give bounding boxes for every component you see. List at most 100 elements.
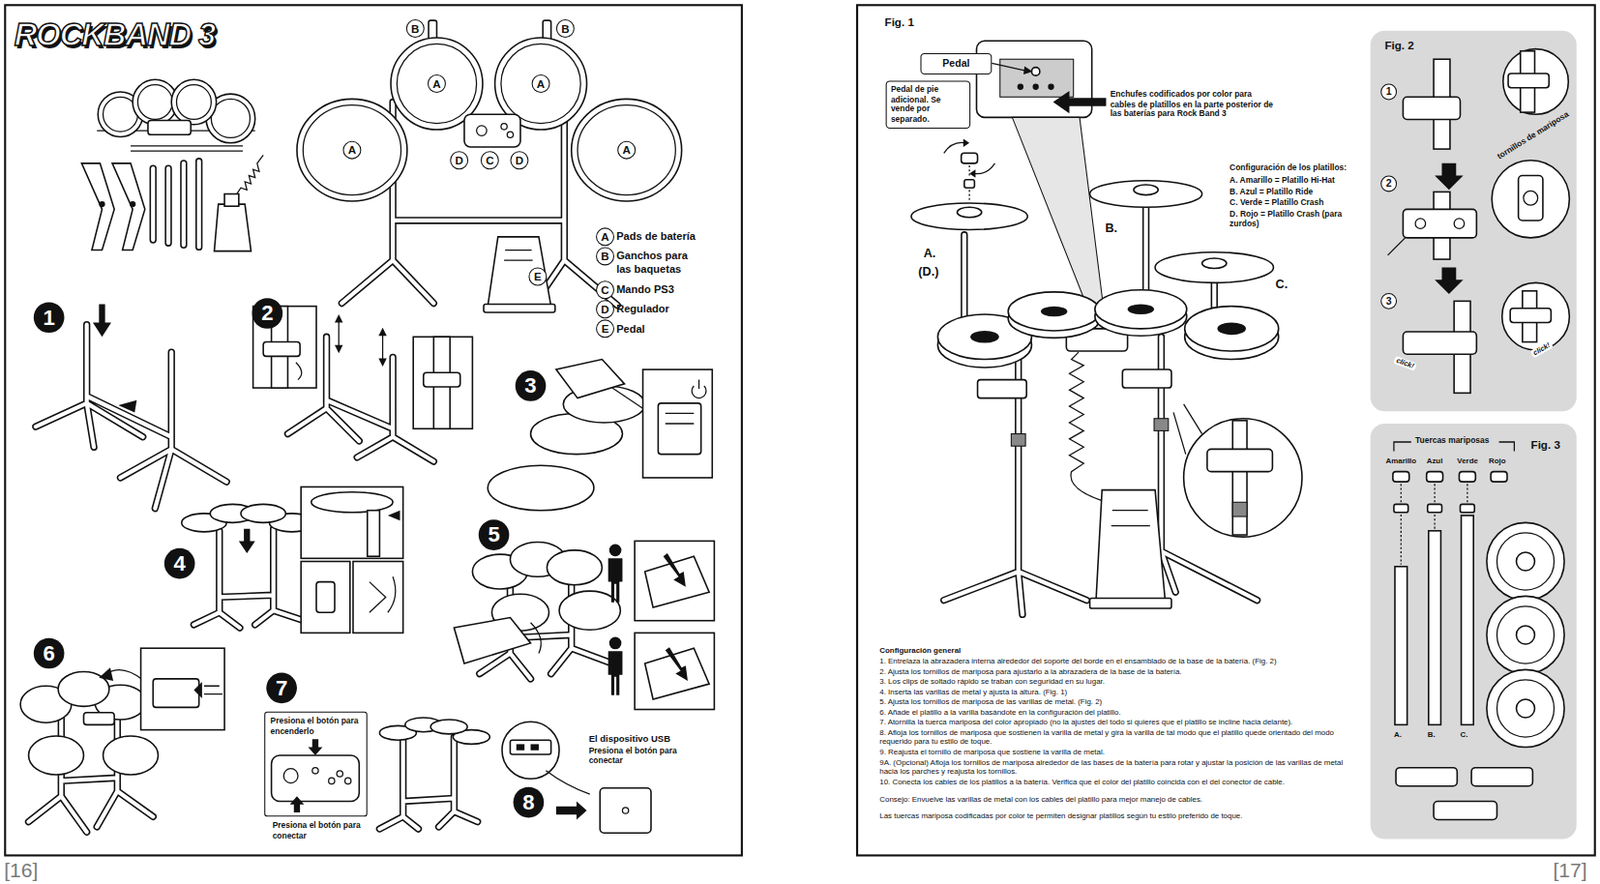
step1-illustration bbox=[35, 325, 227, 509]
fig1-illustration bbox=[1010, 434, 1026, 447]
fig1-illustration bbox=[1053, 90, 1107, 114]
parts-illustration bbox=[210, 98, 250, 138]
fig1-illustration bbox=[1031, 67, 1039, 76]
step7-illustration bbox=[336, 770, 343, 777]
fig1-illustration bbox=[970, 330, 1000, 344]
step7-illustration bbox=[379, 737, 477, 830]
callout-letter: E bbox=[595, 319, 615, 338]
step3-illustration bbox=[487, 359, 712, 511]
fig2-illustration bbox=[1502, 282, 1571, 351]
fig2-illustration bbox=[1510, 308, 1551, 324]
step3-illustration bbox=[657, 403, 701, 455]
fig1-illustration bbox=[1040, 306, 1067, 318]
label-text: Tuercas mariposas bbox=[1415, 436, 1489, 446]
parts-illustration bbox=[81, 79, 264, 251]
fig3-illustration bbox=[1393, 503, 1409, 512]
parts-illustration bbox=[148, 120, 191, 136]
drum-kit-illustration bbox=[476, 125, 488, 137]
instruction-line: 1. Entrelaza la abrazadera interna alred… bbox=[879, 656, 1360, 666]
parts-illustration bbox=[176, 85, 211, 120]
step5-illustration bbox=[634, 540, 714, 621]
step1-illustration bbox=[35, 304, 227, 509]
label-text: Azul bbox=[1426, 456, 1444, 466]
step7-illustration bbox=[283, 769, 298, 784]
fig1-illustration bbox=[1096, 490, 1166, 603]
label-text: Presiona el botón para conectar bbox=[272, 821, 365, 841]
parts-illustration bbox=[171, 79, 216, 124]
step-number: 1 bbox=[33, 301, 65, 333]
fig1-illustration bbox=[968, 165, 970, 201]
parts-illustration bbox=[137, 85, 173, 120]
instruction-line: Configuración general bbox=[879, 646, 1360, 655]
step7-illustration bbox=[271, 755, 360, 801]
step4-illustration bbox=[238, 529, 256, 554]
step2-illustration bbox=[263, 342, 300, 357]
drum-kit-illustration bbox=[487, 237, 551, 307]
page-frame bbox=[4, 4, 1595, 856]
step-number: 4 bbox=[164, 548, 196, 580]
fig1-illustration bbox=[1232, 420, 1247, 535]
label-text: Configuración de los platillos: bbox=[1229, 163, 1347, 174]
fig2-illustration bbox=[1388, 237, 1407, 256]
step4-illustration bbox=[311, 492, 393, 513]
instruction-line: 7. Atornilla la tuerca mariposa del colo… bbox=[879, 717, 1360, 727]
label-box: Pedal bbox=[919, 53, 992, 75]
fig1-illustration bbox=[1111, 510, 1151, 527]
step4-illustration bbox=[181, 486, 404, 633]
callout-letter: A bbox=[595, 227, 615, 246]
step6-illustration bbox=[103, 736, 159, 775]
label-text: El dispositivo USB bbox=[589, 734, 671, 745]
step7-illustration bbox=[328, 777, 335, 784]
step6-illustration bbox=[29, 736, 85, 775]
step8-illustration bbox=[502, 721, 560, 779]
step5-illustration bbox=[608, 651, 623, 695]
fig3-illustration bbox=[1496, 533, 1554, 591]
step-number: 6 bbox=[33, 638, 65, 670]
label-text: B. Azul = Platillo Ride bbox=[1229, 186, 1313, 197]
step-number: 5 bbox=[478, 519, 510, 551]
step5-illustration bbox=[608, 558, 623, 602]
instruction-text: Presiona el botón para encenderlo bbox=[270, 716, 362, 737]
legend-text: Pedal bbox=[616, 323, 646, 336]
step4-illustration bbox=[193, 529, 304, 628]
instruction-line: 9. Reajusta el tornillo de mariposa que … bbox=[879, 747, 1360, 757]
callout-number: 2 bbox=[1380, 176, 1397, 193]
figure-title: Fig. 2 bbox=[1384, 38, 1563, 53]
fig3-illustration bbox=[1486, 595, 1565, 674]
step4-illustration bbox=[367, 510, 381, 557]
step5-illustration bbox=[634, 632, 714, 710]
fig1-illustration bbox=[1000, 59, 1074, 97]
step3-illustration bbox=[691, 380, 707, 399]
fig3-illustration bbox=[1486, 669, 1565, 747]
fig1-illustration bbox=[1202, 258, 1227, 269]
callout-letter: E bbox=[528, 267, 547, 287]
step3-illustration bbox=[643, 369, 713, 478]
fig3-illustration bbox=[1426, 472, 1444, 483]
label-text: D. Rojo = Platillo Crash (para zurdos) bbox=[1229, 208, 1350, 229]
legend-text: Regulador bbox=[616, 301, 670, 315]
step8-illustration bbox=[545, 770, 590, 795]
parts-illustration bbox=[112, 163, 146, 251]
fig1-illustration bbox=[977, 380, 1028, 399]
label-text: A. Amarillo = Platillo Hi-Hat bbox=[1229, 176, 1335, 186]
fig1-illustration bbox=[1122, 369, 1172, 388]
logo: ROCKBAND 3 bbox=[14, 18, 215, 54]
fig1-illustration bbox=[964, 179, 976, 188]
step6-illustration bbox=[193, 681, 202, 699]
step3-illustration bbox=[556, 359, 625, 399]
fig1-illustration bbox=[1207, 448, 1274, 472]
instruction-line: 3. Los clips de soltado rápido se traban… bbox=[879, 677, 1360, 686]
fig2-illustration bbox=[1523, 190, 1539, 206]
step7-illustration bbox=[308, 739, 324, 756]
step4-illustration bbox=[387, 510, 401, 522]
part-letter: B. bbox=[1104, 220, 1118, 236]
drum-kit-illustration bbox=[464, 114, 521, 148]
step5-illustration bbox=[546, 550, 602, 586]
step7-illustration bbox=[290, 796, 305, 813]
callout-letter: B bbox=[406, 19, 425, 38]
fig3-illustration bbox=[1458, 472, 1476, 483]
step2-illustration bbox=[413, 336, 473, 429]
drum-kit-illustration bbox=[501, 43, 581, 123]
step7-illustration bbox=[430, 719, 468, 735]
